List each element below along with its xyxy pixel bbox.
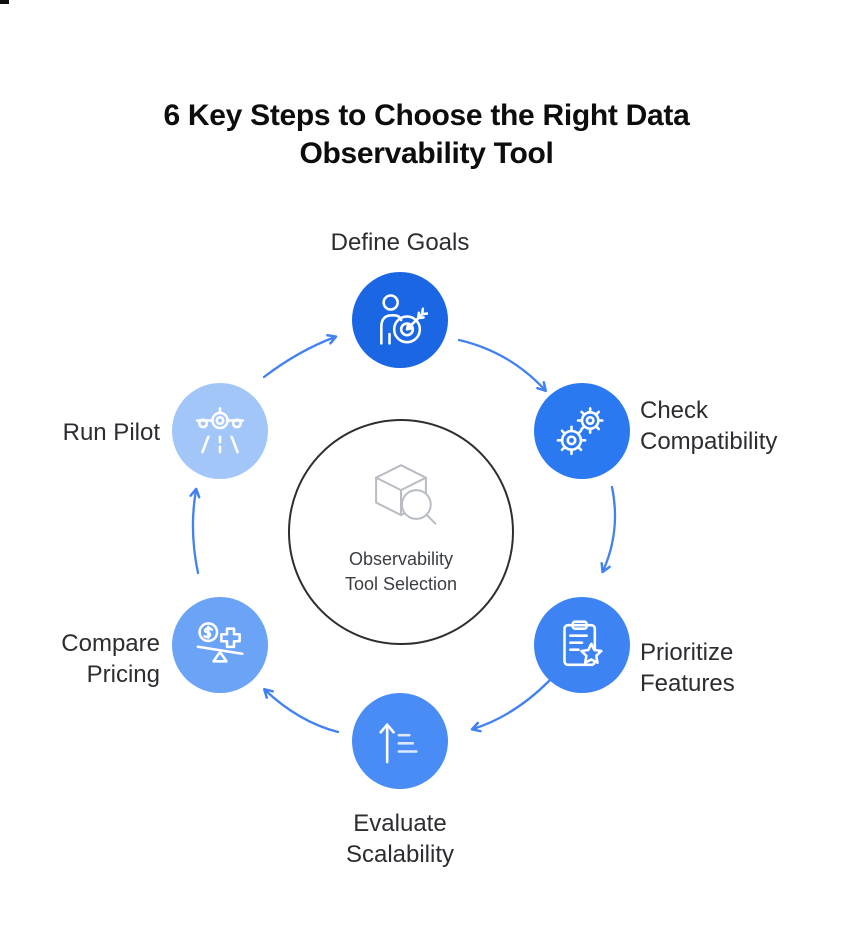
step-label-compare-pricing: Compare Pricing [61, 630, 160, 688]
step-label-prioritize-features: Prioritize Features [640, 639, 735, 697]
step-label-check-compatibility: Check Compatibility [640, 397, 778, 455]
step-label-define-goals: Define Goals [330, 229, 470, 256]
screen-edge-artifact [0, 0, 9, 4]
person-target-icon [380, 294, 428, 345]
clipboard-star-icon [563, 620, 603, 667]
arrow-evaluate-scalability-to-compare-pricing [262, 688, 340, 734]
cube-search-icon [375, 464, 437, 525]
center-hub-label: Observability Tool Selection [345, 547, 457, 596]
center-hub: Observability Tool Selection [288, 419, 514, 645]
step-node-prioritize-features [534, 597, 630, 693]
arrow-check-compatibility-to-prioritize-features [600, 485, 617, 574]
step-node-compare-pricing [172, 597, 268, 693]
page-title-text: 6 Key Steps to Choose the Right Data Obs… [163, 99, 690, 170]
price-balance-icon [196, 622, 244, 663]
arrow-run-pilot-to-define-goals [262, 334, 338, 379]
step-node-evaluate-scalability [352, 693, 448, 789]
airplane-runway-icon [195, 406, 245, 454]
arrow-define-goals-to-check-compatibility [457, 338, 547, 393]
step-node-check-compatibility [534, 383, 630, 479]
arrow-prioritize-features-to-evaluate-scalability [470, 679, 551, 733]
page-title: 6 Key Steps to Choose the Right Data Obs… [0, 97, 853, 173]
arrow-compare-pricing-to-run-pilot [189, 487, 201, 575]
step-node-define-goals [352, 272, 448, 368]
gears-icon [556, 407, 604, 456]
step-label-evaluate-scalability: Evaluate Scalability [345, 810, 455, 868]
up-arrow-list-icon [379, 723, 418, 764]
step-label-run-pilot: Run Pilot [62, 419, 160, 446]
center-hub-label-line2: Tool Selection [344, 573, 458, 594]
center-hub-label-line1: Observability [348, 549, 454, 569]
step-node-run-pilot [172, 383, 268, 479]
